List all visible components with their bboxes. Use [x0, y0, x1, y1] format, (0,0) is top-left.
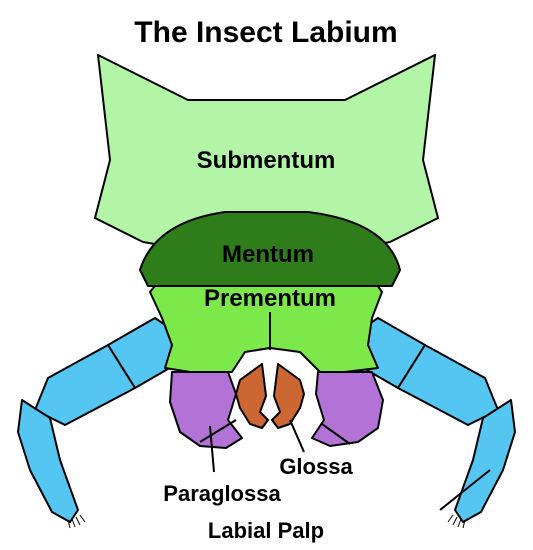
paraglossa-left — [170, 372, 242, 448]
label-mentum: Mentum — [222, 241, 314, 268]
label-paraglossa: Paraglossa — [163, 481, 281, 506]
paraglossa-right — [312, 372, 383, 446]
glossa-leader — [290, 420, 304, 452]
label-glossa: Glossa — [279, 454, 353, 479]
diagram-title: The Insect Labium — [134, 16, 397, 49]
glossa-right — [272, 364, 304, 428]
label-labial-palp: Labial Palp — [208, 518, 324, 543]
label-submentum: Submentum — [197, 147, 336, 174]
glossa-left — [236, 364, 268, 428]
labial-palp-left — [18, 318, 180, 528]
label-prementum: Prementum — [204, 285, 336, 312]
